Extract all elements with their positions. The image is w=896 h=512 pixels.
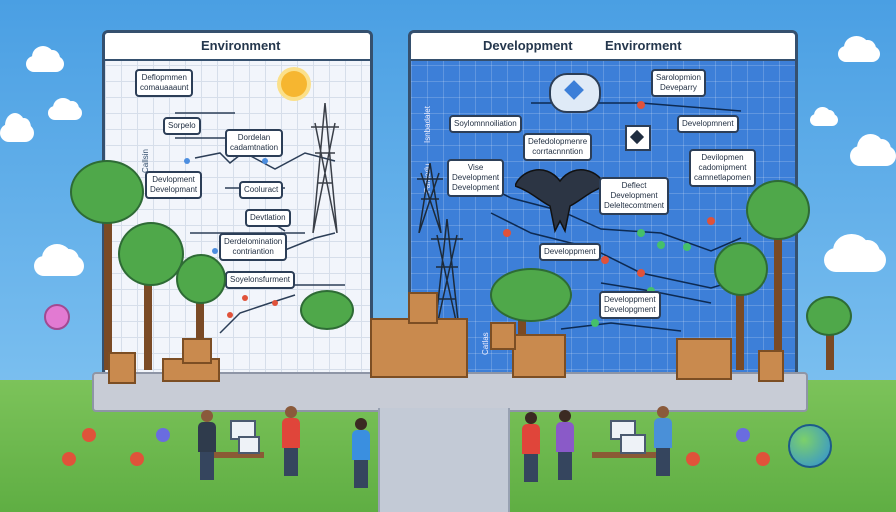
tree-icon: [44, 304, 70, 330]
monitor-icon: [238, 436, 260, 454]
info-box: Deflect Development Deleltecomtment: [599, 177, 670, 215]
person-icon: [282, 406, 300, 476]
info-box: Defedolopmenre corrtacnnntion: [523, 133, 593, 161]
tree-trunk: [196, 280, 204, 370]
cloud-icon: [34, 244, 84, 276]
flower-icon: [736, 428, 750, 442]
tree-icon: [70, 160, 144, 224]
power-tower-icon: [431, 219, 463, 339]
tree-icon: [176, 254, 226, 304]
tree-trunk: [144, 250, 152, 370]
right-panel-title-a: Developpment: [483, 38, 573, 53]
info-box: Cooluract: [239, 181, 284, 199]
flower-icon: [62, 452, 76, 466]
person-icon: [654, 406, 672, 476]
crate-icon: [108, 352, 136, 384]
flower-icon: [686, 452, 700, 466]
desk: [592, 452, 656, 458]
flower-icon: [156, 428, 170, 442]
panel-title: Developpment Envirorment: [411, 33, 795, 61]
info-box: Soyelonsfurment: [225, 271, 296, 289]
cloud-icon: [850, 134, 896, 166]
info-box: Sarolopmion Deveparry: [651, 69, 706, 97]
right-panel-title-b: Envirorment: [605, 38, 682, 53]
person-icon: [522, 412, 540, 482]
cloud-icon: [810, 106, 838, 126]
cloud-icon: [0, 113, 34, 142]
crate-icon: [512, 334, 566, 378]
left-panel-title: Environment: [201, 38, 281, 53]
tree-trunk: [736, 270, 744, 370]
tree-icon: [118, 222, 184, 286]
info-box: Sorpelo: [163, 117, 201, 135]
info-box: Devtlation: [245, 209, 291, 227]
crate-icon: [676, 338, 732, 380]
tree-trunk: [826, 320, 834, 370]
flower-icon: [130, 452, 144, 466]
walkway: [378, 408, 510, 512]
crate-icon: [758, 350, 784, 382]
diamond-icon: [625, 125, 651, 151]
recycle-icon: [549, 73, 601, 113]
bird-icon: [515, 169, 605, 234]
info-box: Developpment Developgment: [599, 291, 661, 319]
sun-icon: [281, 71, 307, 97]
cloud-icon: [48, 97, 82, 120]
crate-icon: [182, 338, 212, 364]
panel-title: Environment: [105, 33, 370, 61]
crate-icon: [408, 292, 438, 324]
power-tower-icon: [417, 163, 443, 233]
cloud-icon: [26, 46, 64, 72]
info-box: Developmnent: [677, 115, 739, 133]
tree-icon: [490, 268, 572, 322]
person-icon: [352, 418, 370, 488]
tree-trunk: [104, 200, 112, 370]
flower-icon: [756, 452, 770, 466]
info-box: Developpment: [539, 243, 601, 261]
person-icon: [198, 410, 216, 480]
desk: [208, 452, 264, 458]
cloud-icon: [824, 233, 886, 272]
tree-icon: [714, 242, 768, 296]
info-box: Derdelomination contriantion: [219, 233, 288, 261]
info-box: Dordelan cadamtnation: [225, 129, 284, 157]
info-box: Soylomnnoiliation: [449, 115, 522, 133]
info-box: Devilopmen cadomipment camnetlapomen: [689, 149, 756, 187]
globe-icon: [788, 424, 832, 468]
person-icon: [556, 410, 574, 480]
info-box: Vise Development Development: [447, 159, 505, 197]
crate-icon: [370, 318, 468, 378]
cloud-icon: [838, 36, 880, 62]
crate-icon: [490, 322, 516, 350]
power-tower-icon: [311, 103, 339, 233]
flower-icon: [82, 428, 96, 442]
tree-icon: [300, 290, 354, 330]
tree-icon: [806, 296, 852, 336]
tree-trunk: [774, 210, 782, 370]
info-box: Deflopmmen comauaaaunt: [135, 69, 194, 97]
monitor-icon: [620, 434, 646, 454]
tree-icon: [746, 180, 810, 240]
info-box: Devlopment Developmant: [145, 171, 203, 199]
